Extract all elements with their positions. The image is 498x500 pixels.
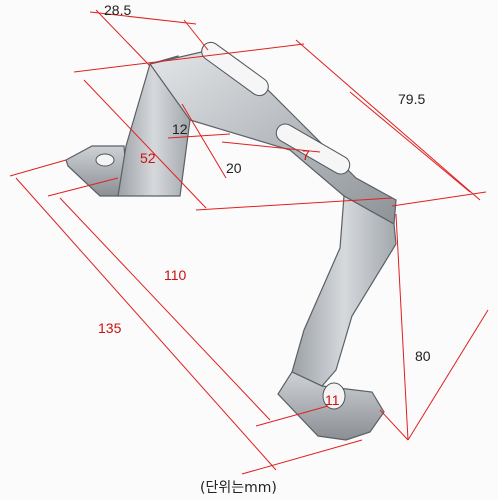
dim-line-110-b [59, 197, 271, 421]
top-slot-lower [275, 123, 351, 175]
dimension-labels: 28.5 79.5 12 52 7 20 110 135 80 11 [98, 2, 431, 408]
dim-line-79-5-a [73, 43, 305, 73]
dim-line-20-b [195, 197, 393, 211]
dim-line-7 [221, 141, 321, 153]
bracket-part [65, 41, 397, 441]
top-slot-upper [201, 41, 269, 97]
dim-label-11: 11 [325, 392, 340, 408]
dim-line-80 [395, 213, 409, 441]
dim-line-135-c [241, 439, 363, 475]
right-leg [291, 195, 397, 387]
dim-line-80-b [407, 309, 489, 441]
dim-label-20: 20 [226, 160, 242, 176]
dim-label-80: 80 [415, 348, 431, 364]
dim-line-110-a [47, 177, 119, 197]
dim-ext-80-c [379, 409, 409, 441]
dim-label-28-5: 28.5 [104, 2, 131, 18]
left-foot-hole [95, 153, 115, 167]
dim-ext-79-5-d [391, 191, 487, 207]
dim-label-135: 135 [98, 320, 122, 336]
dim-ext-28-5-a [95, 9, 151, 67]
dim-line-28-5 [89, 11, 197, 25]
dim-line-79-5-c [349, 91, 471, 193]
dim-line-79-5-b [295, 39, 481, 201]
unit-caption: (단위는mm) [200, 480, 277, 496]
dim-label-12: 12 [172, 121, 188, 137]
dimension-lines [9, 9, 489, 475]
dim-label-79-5: 79.5 [398, 91, 425, 107]
dim-label-7: 7 [302, 147, 310, 163]
dim-ext-28-5-b [183, 19, 209, 51]
dim-line-52 [83, 79, 207, 209]
left-foot-tab [65, 145, 127, 197]
dim-line-135-b [15, 177, 277, 471]
dim-line-20-a [181, 103, 227, 179]
dim-line-135-a [9, 159, 67, 177]
right-foot-hole [322, 382, 346, 410]
dim-line-12 [167, 133, 231, 139]
dim-line-110-c [255, 405, 329, 427]
dim-label-52: 52 [140, 150, 156, 166]
dim-label-110: 110 [164, 267, 187, 283]
